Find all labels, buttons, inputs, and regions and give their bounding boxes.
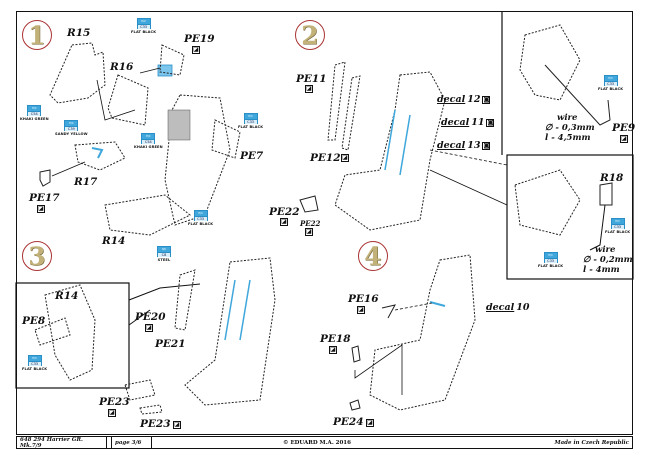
decal-11-label: decal bbox=[441, 117, 470, 128]
part-r16-drawing bbox=[107, 74, 149, 126]
part-label-pe7: PE7 bbox=[240, 150, 264, 162]
fold-check-icon-pe23-b: ◪ bbox=[173, 421, 181, 429]
decal-icon: ◙ bbox=[482, 141, 491, 150]
seat-drawing-4 bbox=[369, 254, 476, 411]
fold-check-icon-pe12: ◪ bbox=[341, 154, 349, 162]
inset-border-r14 bbox=[15, 282, 130, 389]
decal-12-label: decal bbox=[437, 94, 466, 105]
part-label-pe23-b: PE23 bbox=[140, 418, 171, 430]
part-label-pe24: PE24 bbox=[333, 416, 364, 428]
part-label-pe9: PE9 bbox=[612, 122, 636, 134]
decal-icon: ◙ bbox=[486, 118, 495, 127]
step-number-2: 2 bbox=[295, 20, 325, 50]
decal-10-number: 10 bbox=[516, 302, 530, 313]
part-label-pe17: PE17 bbox=[29, 192, 60, 204]
part-label-pe20: PE20 bbox=[135, 311, 166, 323]
footer-copyright: © EDUARD M.A. 2016 bbox=[283, 439, 351, 446]
fold-check-icon-pe23-a: ◪ bbox=[108, 409, 116, 417]
part-label-r18: R18 bbox=[600, 172, 624, 184]
decal-12-callout: decal 12 ◙ bbox=[437, 94, 491, 105]
decal-10-label: decal bbox=[486, 302, 515, 313]
decal-12-number: 12 bbox=[467, 94, 481, 105]
wire-note-pe9: wire ∅ - 0,3mm l - 4,5mm bbox=[545, 113, 595, 143]
fold-check-icon-pe19: ◪ bbox=[192, 46, 200, 54]
fold-check-icon-pe22-b: ◪ bbox=[305, 228, 313, 236]
footer-page-number: page 3/6 bbox=[112, 437, 152, 448]
fold-check-icon-pe9: ◪ bbox=[620, 135, 628, 143]
inset-border-r18 bbox=[506, 154, 634, 280]
footer-bar: 648 294 Harrier GR. Mk.7/9 page 3/6 © ED… bbox=[16, 436, 633, 449]
step-number-4: 4 bbox=[358, 241, 388, 271]
footer-origin: Made in Czech Republic bbox=[554, 439, 629, 446]
part-label-r17: R17 bbox=[74, 176, 98, 188]
fold-check-icon-pe18: ◪ bbox=[329, 346, 337, 354]
part-label-r14: R14 bbox=[102, 235, 126, 247]
seat-drawing-2 bbox=[334, 71, 446, 231]
part-label-pe23-a: PE23 bbox=[99, 396, 130, 408]
step-number-3: 3 bbox=[22, 241, 52, 271]
footer-kit-number: 648 294 Harrier GR. Mk.7/9 bbox=[17, 437, 107, 449]
part-label-pe16: PE16 bbox=[348, 293, 379, 305]
part-label-pe8: PE8 bbox=[22, 315, 46, 327]
fold-check-icon-pe20: ◪ bbox=[145, 324, 153, 332]
part-pe19-highlight bbox=[157, 64, 173, 77]
part-label-r16: R16 bbox=[110, 61, 134, 73]
decal-11-number: 11 bbox=[471, 117, 485, 128]
seat-cushion-drawing bbox=[167, 109, 191, 141]
fold-check-icon-pe22-a: ◪ bbox=[280, 218, 288, 226]
part-label-pe21: PE21 bbox=[155, 338, 186, 350]
part-label-r15: R15 bbox=[67, 27, 91, 39]
decal-13-label: decal bbox=[437, 140, 466, 151]
decal-11-callout: decal 11 ◙ bbox=[441, 117, 495, 128]
part-label-r14-inset: R14 bbox=[55, 290, 79, 302]
part-label-pe18: PE18 bbox=[320, 333, 351, 345]
decal-13-number: 13 bbox=[467, 140, 481, 151]
fold-check-icon-pe16: ◪ bbox=[357, 306, 365, 314]
seat-drawing-3 bbox=[184, 257, 276, 406]
part-label-pe11: PE11 bbox=[296, 73, 327, 85]
part-r15-drawing bbox=[49, 42, 106, 104]
wire-note-r18: wire ∅ - 0,2mm l - 4mm bbox=[583, 245, 633, 275]
fold-check-icon-pe11: ◪ bbox=[305, 85, 313, 93]
decal-13-callout: decal 13 ◙ bbox=[437, 140, 491, 151]
fold-check-icon-pe24: ◪ bbox=[366, 419, 374, 427]
part-label-pe22-a: PE22 bbox=[269, 206, 300, 218]
decal-10-callout: decal 10 bbox=[486, 302, 529, 313]
decal-icon: ◙ bbox=[482, 95, 491, 104]
part-label-pe12: PE12 bbox=[310, 152, 341, 164]
part-label-pe22-b: PE22 bbox=[300, 219, 321, 228]
fold-check-icon-pe17: ◪ bbox=[37, 205, 45, 213]
part-r17-drawing bbox=[74, 141, 126, 171]
step-number-1: 1 bbox=[22, 20, 52, 50]
part-label-pe19: PE19 bbox=[184, 33, 215, 45]
